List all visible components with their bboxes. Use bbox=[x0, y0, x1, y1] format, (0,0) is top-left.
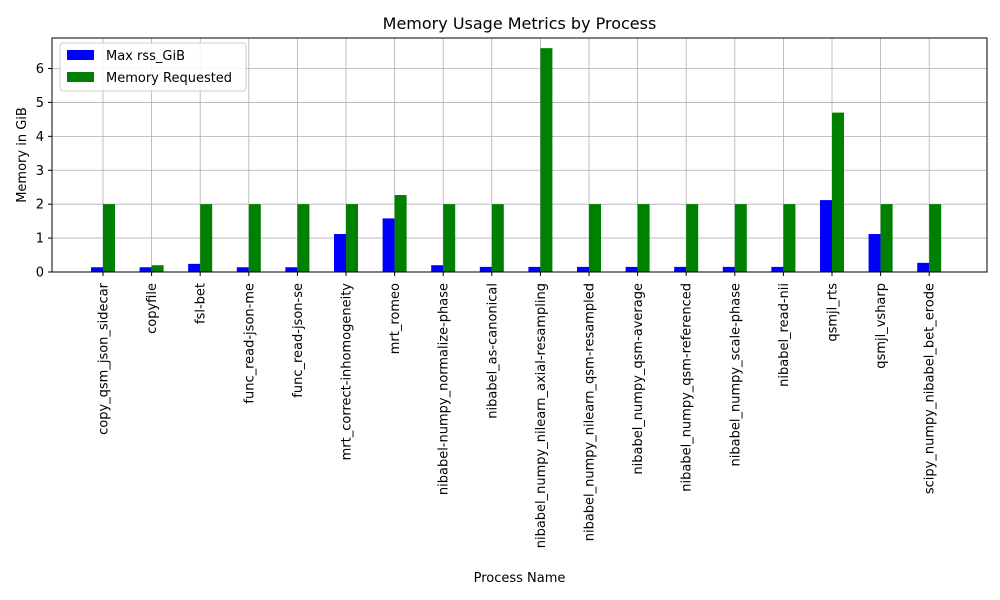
bar-memory-requested bbox=[589, 204, 601, 272]
x-tick-label: qsmjl_rts bbox=[826, 283, 841, 342]
x-tick-label: nibabel_read-nii bbox=[777, 283, 792, 387]
plot-frame bbox=[51, 37, 988, 273]
y-axis-label: Memory in GiB bbox=[15, 107, 30, 203]
bar-max-rss bbox=[820, 200, 832, 272]
legend-box bbox=[59, 42, 247, 92]
legend-swatch-max-rss bbox=[67, 50, 94, 60]
y-tick-label: 4 bbox=[36, 130, 44, 145]
legend-label-memory-requested: Memory Requested bbox=[106, 71, 232, 86]
bar-max-rss bbox=[334, 234, 346, 272]
x-tick-label: copyfile bbox=[145, 283, 160, 334]
bar-memory-requested bbox=[394, 195, 407, 272]
y-tick-label: 0 bbox=[36, 266, 44, 281]
x-tick-label: func_read-json-se bbox=[291, 283, 306, 398]
bar-memory-requested bbox=[880, 204, 893, 272]
bars bbox=[91, 48, 942, 272]
bar-memory-requested bbox=[443, 204, 456, 272]
y-tick-label: 6 bbox=[36, 62, 44, 77]
bar-memory-requested bbox=[929, 204, 942, 272]
bar-max-rss bbox=[674, 266, 687, 272]
x-tick-label: nibabel_numpy_scale-phase bbox=[728, 283, 743, 466]
bar-memory-requested bbox=[686, 204, 699, 272]
bar-max-rss bbox=[528, 266, 541, 272]
legend: Max rss_GiB Memory Requested bbox=[59, 42, 247, 92]
x-tick-label: nibabel-numpy_normalize-phase bbox=[437, 283, 452, 495]
bar-max-rss bbox=[91, 267, 103, 272]
bar-memory-requested bbox=[200, 204, 213, 272]
x-tick-label: scipy_numpy_nibabel_bet_erode bbox=[923, 283, 938, 494]
bar-memory-requested bbox=[103, 204, 115, 272]
y-tick-label: 1 bbox=[36, 232, 44, 247]
bar-max-rss bbox=[431, 265, 444, 272]
bar-memory-requested bbox=[832, 112, 844, 272]
x-tick-label: copy_qsm_json_sidecar bbox=[97, 282, 112, 435]
bar-max-rss bbox=[382, 218, 395, 272]
bar-max-rss bbox=[479, 266, 492, 272]
bar-max-rss bbox=[917, 262, 930, 272]
x-tick-label: fsl-bet bbox=[194, 283, 209, 324]
bar-max-rss bbox=[577, 266, 589, 272]
bar-max-rss bbox=[868, 234, 881, 272]
bar-memory-requested bbox=[248, 204, 261, 272]
x-tick-label: nibabel_numpy_nilearn_axial-resampling bbox=[534, 283, 549, 548]
bar-max-rss bbox=[139, 267, 152, 272]
bar-memory-requested bbox=[297, 204, 310, 272]
y-axis-ticks: 0 1 2 3 4 5 6 bbox=[36, 62, 52, 281]
bar-memory-requested bbox=[346, 204, 358, 272]
x-tick-label: mrt_romeo bbox=[388, 283, 403, 354]
bar-memory-requested bbox=[637, 204, 650, 272]
x-tick-label: nibabel_numpy_qsm-average bbox=[631, 283, 646, 475]
legend-label-max-rss: Max rss_GiB bbox=[106, 49, 185, 64]
chart-title: Memory Usage Metrics by Process bbox=[383, 14, 657, 33]
x-tick-label: nibabel_as-canonical bbox=[485, 283, 500, 419]
x-tick-label: qsmjl_vsharp bbox=[874, 283, 889, 369]
bar-memory-requested bbox=[734, 204, 747, 272]
bar-max-rss bbox=[625, 266, 638, 272]
bar-memory-requested bbox=[491, 204, 504, 272]
x-tick-label: mrt_correct-inhomogeneity bbox=[340, 283, 355, 461]
x-axis-label: Process Name bbox=[474, 571, 566, 586]
y-tick-label: 2 bbox=[36, 198, 44, 213]
bar-max-rss bbox=[188, 263, 201, 272]
legend-swatch-memory-requested bbox=[67, 72, 94, 82]
bar-max-rss bbox=[236, 267, 249, 272]
y-tick-label: 3 bbox=[36, 164, 44, 179]
bar-memory-requested bbox=[540, 48, 553, 272]
x-axis-ticks: copy_qsm_json_sidecar copyfile fsl-bet func… bbox=[97, 272, 938, 548]
x-tick-label: func_read-json-me bbox=[242, 283, 257, 404]
bar-max-rss bbox=[771, 266, 784, 272]
bar-max-rss bbox=[285, 267, 298, 272]
x-tick-label: nibabel_numpy_nilearn_qsm-resampled bbox=[583, 283, 598, 541]
bar-memory-requested bbox=[151, 265, 164, 272]
y-tick-label: 5 bbox=[36, 96, 44, 111]
bar-memory-requested bbox=[783, 204, 796, 272]
x-tick-label: nibabel_numpy_qsm-referenced bbox=[680, 283, 695, 492]
bar-max-rss bbox=[722, 266, 735, 272]
